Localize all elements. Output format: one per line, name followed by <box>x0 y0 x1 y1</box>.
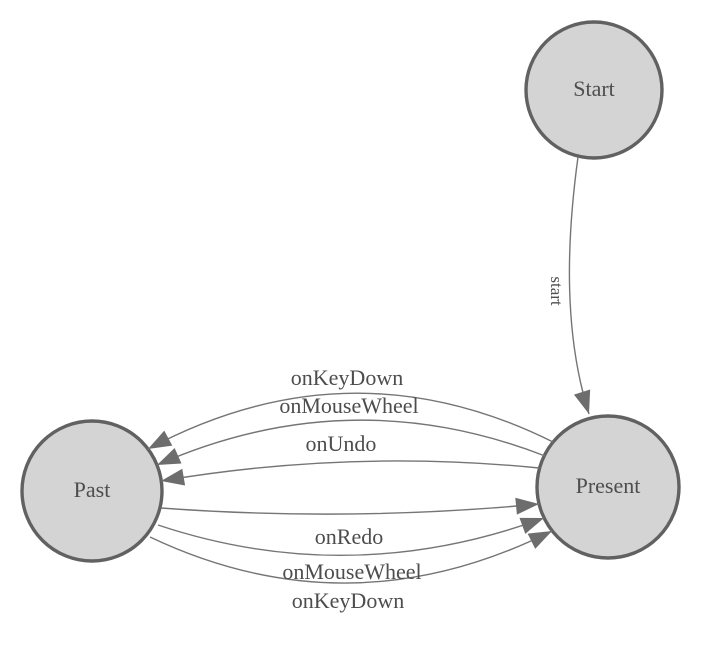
edge-label-start-to-present-start: start <box>547 276 566 306</box>
edge-label-past-to-present-onkeydown: onKeyDown <box>292 588 404 613</box>
state-node-present <box>535 414 681 560</box>
state-node-label-past: Past <box>74 477 111 502</box>
edge-label-present-to-past-onkeydown: onKeyDown <box>291 365 403 390</box>
state-node-label-start: Start <box>573 76 615 101</box>
state-node-past <box>20 419 164 563</box>
edge-past-to-present-onredo <box>160 497 540 515</box>
edge-present-to-past-onmousewheel <box>156 419 546 466</box>
edge-past-to-present-onmousewheel <box>157 517 545 557</box>
edge-present-to-past-onkeydown <box>147 392 554 450</box>
edge-label-past-to-present-onmousewheel: onMouseWheel <box>282 559 421 584</box>
nodes-layer <box>20 20 681 563</box>
edge-label-present-to-past-onmousewheel: onMouseWheel <box>279 393 418 418</box>
state-node-label-present: Present <box>576 473 641 498</box>
state-node-start <box>524 20 664 160</box>
edge-past-to-present-onkeydown <box>149 530 553 584</box>
edge-label-past-to-present-onredo: onRedo <box>315 524 383 549</box>
edge-label-present-to-past-onundo: onUndo <box>306 431 377 456</box>
edge-present-to-past-onundo <box>160 460 540 486</box>
edge-start-to-present-start <box>568 156 591 415</box>
edges-layer <box>147 156 591 584</box>
